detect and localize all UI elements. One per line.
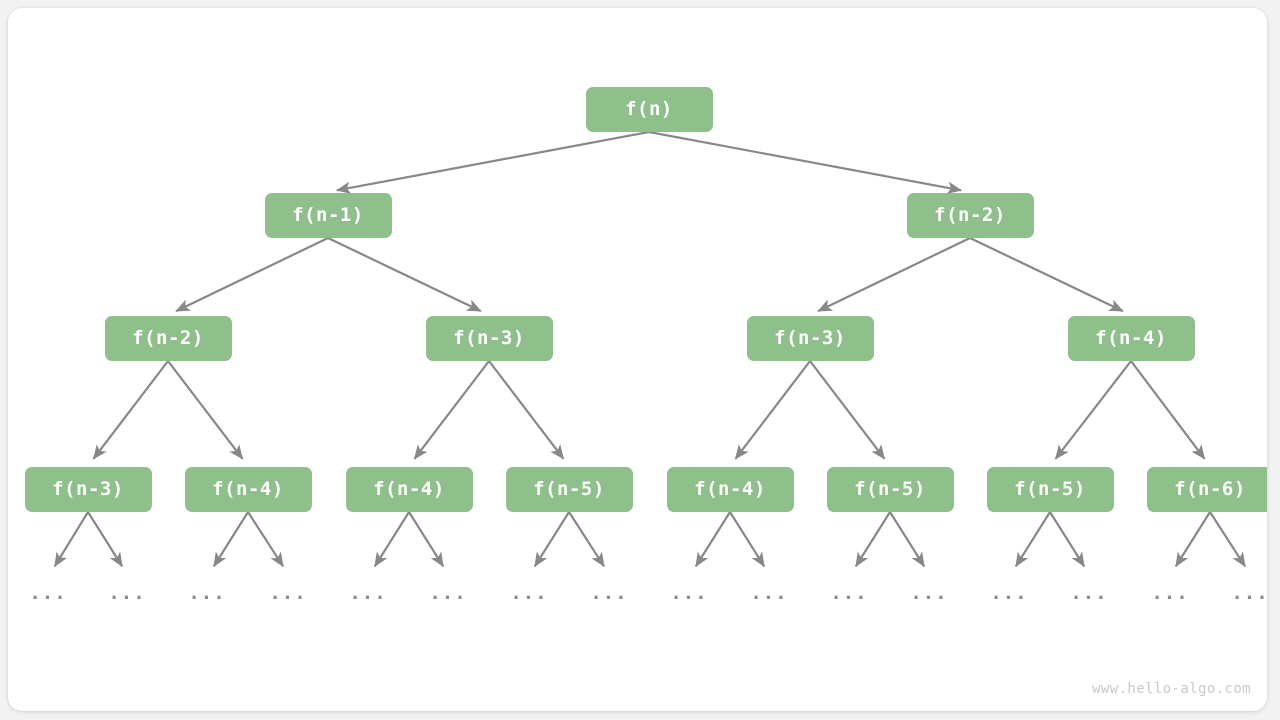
tree-edge [1209, 511, 1247, 568]
tree-edge [729, 511, 766, 568]
tree-node-label: f(n) [625, 98, 673, 120]
leaf-ellipsis: ... [188, 582, 226, 604]
tree-edge [854, 511, 891, 568]
tree-node: f(n-5) [505, 466, 633, 512]
leaf-ellipsis: ... [429, 582, 467, 604]
leaf-ellipsis: ... [910, 582, 948, 604]
tree-edge [247, 511, 285, 568]
tree-node-label: f(n-5) [533, 478, 605, 500]
tree-node-label: f(n-6) [1174, 478, 1246, 500]
tree-edge [413, 360, 490, 460]
tree-node-label: f(n-5) [1014, 478, 1086, 500]
leaf-ellipsis: ... [269, 582, 307, 604]
tree-node-label: f(n-4) [694, 478, 766, 500]
tree-node: f(n-1) [264, 192, 392, 238]
tree-edge [488, 360, 565, 460]
tree-node: f(n-3) [746, 315, 874, 361]
tree-edge [969, 237, 1124, 313]
leaf-ellipsis: ... [1231, 582, 1267, 604]
watermark-text: www.hello-algo.com [1092, 681, 1251, 697]
tree-edge [809, 360, 886, 460]
leaf-ellipsis: ... [750, 582, 788, 604]
tree-node-label: f(n-2) [934, 204, 1006, 226]
tree-node-label: f(n-4) [1095, 327, 1167, 349]
tree-edge [167, 360, 244, 460]
tree-edge [694, 511, 731, 568]
tree-node-label: f(n-1) [292, 204, 364, 226]
tree-edge [1014, 511, 1051, 568]
tree-edge [734, 360, 811, 460]
leaf-ellipsis: ... [29, 582, 67, 604]
tree-node: f(n-4) [184, 466, 312, 512]
tree-edge [92, 360, 169, 460]
tree-edge [889, 511, 926, 568]
tree-node-label: f(n-2) [132, 327, 204, 349]
leaf-ellipsis: ... [510, 582, 548, 604]
leaf-ellipsis: ... [590, 582, 628, 604]
tree-node: f(n-6) [1146, 466, 1267, 512]
tree-edge [373, 511, 410, 568]
tree-edge [1054, 360, 1132, 460]
tree-edge [175, 237, 329, 313]
tree-node: f(n) [585, 86, 713, 132]
tree-node: f(n-4) [345, 466, 473, 512]
tree-node: f(n-3) [24, 466, 152, 512]
tree-node: f(n-5) [986, 466, 1114, 512]
tree-edge [408, 511, 445, 568]
leaf-ellipsis: ... [349, 582, 387, 604]
tree-edge [53, 511, 89, 568]
tree-node-label: f(n-4) [212, 478, 284, 500]
tree-edge [335, 130, 650, 194]
tree-edge [533, 511, 570, 568]
leaf-ellipsis: ... [1151, 582, 1189, 604]
tree-node-label: f(n-3) [52, 478, 124, 500]
tree-node-label: f(n-5) [854, 478, 926, 500]
tree-node: f(n-2) [906, 192, 1034, 238]
tree-edge [1174, 511, 1211, 568]
tree-edge [1049, 511, 1086, 568]
tree-edge [1130, 360, 1206, 460]
tree-edge [327, 237, 482, 313]
tree-node: f(n-5) [826, 466, 954, 512]
leaf-ellipsis: ... [108, 582, 146, 604]
tree-node: f(n-3) [425, 315, 553, 361]
leaf-ellipsis: ... [990, 582, 1028, 604]
tree-edge [212, 511, 249, 568]
tree-edge [568, 511, 606, 568]
figure-card: f(n) f(n-1) f(n-2) f(n-2) f(n-3) f(n-3) f(n-4)… [8, 8, 1267, 711]
leaf-ellipsis: ... [830, 582, 868, 604]
tree-node-label: f(n-3) [453, 327, 525, 349]
tree-node-label: f(n-3) [774, 327, 846, 349]
tree-edge [87, 511, 124, 568]
tree-edge [817, 237, 971, 313]
tree-edge [648, 130, 963, 194]
tree-node: f(n-4) [1067, 315, 1195, 361]
tree-node-label: f(n-4) [373, 478, 445, 500]
leaf-ellipsis: ... [1070, 582, 1108, 604]
leaf-ellipsis: ... [670, 582, 708, 604]
tree-node: f(n-4) [666, 466, 794, 512]
tree-node: f(n-2) [104, 315, 232, 361]
